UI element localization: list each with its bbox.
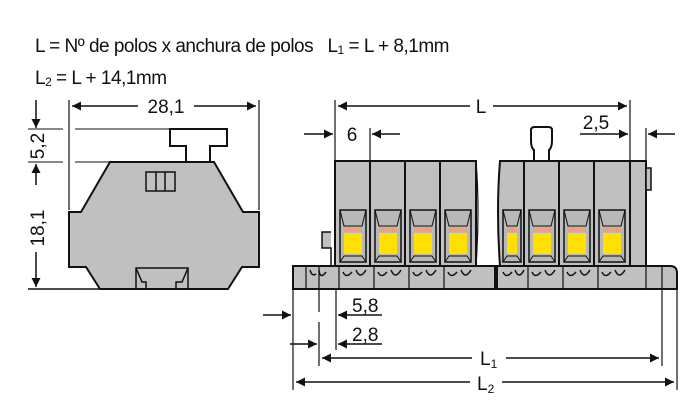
base-rail-right	[496, 265, 678, 290]
clamp-opening	[598, 209, 626, 263]
side-top-height-label: 5,2	[28, 133, 49, 159]
side-width-label: 28,1	[148, 97, 185, 118]
clamp-openings	[339, 209, 626, 263]
pitch-label: 6	[347, 125, 358, 146]
clamp-opening	[339, 209, 367, 263]
clamp-opening	[444, 209, 472, 263]
length-L-label: L	[476, 97, 487, 118]
formula-line-1: L = Nº de polos x anchura de polos L1 = …	[35, 36, 449, 58]
clamp-opening	[409, 209, 437, 263]
side-housing	[68, 161, 260, 290]
end-plate	[629, 160, 647, 267]
base-rail-left	[292, 265, 496, 290]
end-offset-label: 2,5	[583, 113, 609, 134]
release-tab	[169, 128, 228, 163]
l2-label: L2	[477, 374, 495, 396]
release-tab-front	[530, 126, 553, 162]
clamp-opening	[528, 209, 556, 263]
offset-2-8-label: 2,8	[352, 325, 378, 346]
marker-slot	[145, 171, 176, 192]
side-body-height-label: 18,1	[28, 210, 49, 247]
formula-l1: L1 = L + 8,1mm	[327, 36, 449, 57]
formula-length-definition: L = Nº de polos x anchura de polos	[35, 36, 314, 57]
clamp-opening	[563, 209, 591, 263]
formula-l2: L2 = L + 14,1mm	[35, 68, 167, 89]
formula-line-2: L2 = L + 14,1mm	[35, 68, 167, 90]
clamp-opening	[374, 209, 402, 263]
side-view: 28,1 5,2 18,1	[28, 97, 260, 290]
l1-label: L1	[480, 349, 498, 371]
front-view: L 6 2,5	[263, 97, 678, 396]
clamp-opening	[502, 209, 522, 263]
offset-5-8-label: 5,8	[352, 296, 378, 317]
